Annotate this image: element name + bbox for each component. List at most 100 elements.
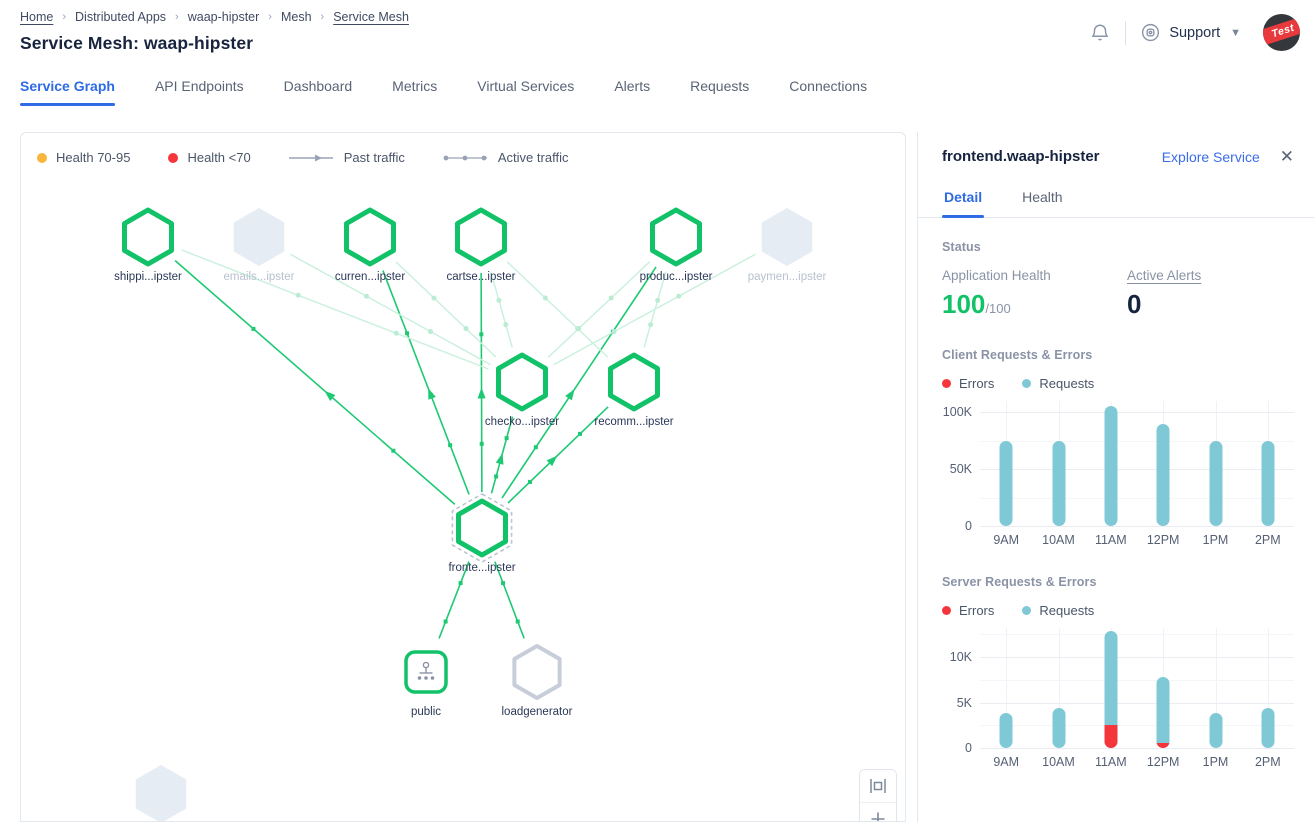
graph-edge[interactable] xyxy=(490,271,513,348)
explore-service-link[interactable]: Explore Service xyxy=(1161,148,1260,165)
service-graph-canvas[interactable]: shippi...ipster emails...ipster curren...i… xyxy=(21,133,905,822)
tab-api-endpoints[interactable]: API Endpoints xyxy=(154,78,244,94)
graph-node-shipping[interactable]: shippi...ipster xyxy=(114,207,182,283)
graph-node-currencyservice[interactable]: curren...ipster xyxy=(335,207,405,283)
support-menu[interactable]: Support ▼ xyxy=(1140,22,1241,43)
tab-dashboard[interactable]: Dashboard xyxy=(283,78,353,94)
gridline xyxy=(1006,628,1008,748)
traffic-dot xyxy=(494,474,499,479)
breadcrumb-separator: › xyxy=(175,11,179,23)
graph-node-paymentservice[interactable]: paymen...ipster xyxy=(748,208,827,283)
user-avatar[interactable]: Test xyxy=(1263,14,1300,51)
graph-edge[interactable] xyxy=(494,561,525,639)
graph-edge[interactable] xyxy=(506,261,609,358)
header-divider xyxy=(1125,20,1127,45)
legend-label: Health 70-95 xyxy=(56,150,131,165)
graph-edge[interactable] xyxy=(290,253,491,366)
graph-node-emailservice[interactable]: emails...ipster xyxy=(224,208,295,283)
chart-bar[interactable] xyxy=(1261,440,1275,526)
traffic-dot xyxy=(648,322,654,328)
tab-connections[interactable]: Connections xyxy=(789,78,868,94)
gridline xyxy=(1058,628,1060,748)
graph-edge[interactable] xyxy=(643,271,667,348)
chart-bar[interactable] xyxy=(1209,712,1222,748)
graph-edge[interactable] xyxy=(181,249,489,370)
tab-virtual-services[interactable]: Virtual Services xyxy=(477,78,575,94)
chart-bar[interactable] xyxy=(1156,677,1170,748)
graph-edge[interactable] xyxy=(501,266,657,499)
hexagon-node-icon xyxy=(496,352,548,412)
chart-bar[interactable] xyxy=(1052,708,1065,748)
graph-edge[interactable] xyxy=(438,561,470,639)
traffic-dot xyxy=(295,292,301,298)
traffic-dot xyxy=(503,322,509,328)
breadcrumb-item[interactable]: Service Mesh xyxy=(333,10,409,24)
graph-edge[interactable] xyxy=(174,260,456,505)
tab-requests[interactable]: Requests xyxy=(690,78,750,94)
node-label: recomm...ipster xyxy=(594,416,673,428)
graph-edge[interactable] xyxy=(547,261,651,358)
chart-bar[interactable] xyxy=(999,440,1013,526)
chart-bar[interactable] xyxy=(1104,630,1118,748)
fit-screen-button[interactable] xyxy=(860,770,896,802)
graph-edge[interactable] xyxy=(395,261,497,358)
legend-item: Health <70 xyxy=(168,150,251,165)
breadcrumb-item: waap-hipster xyxy=(187,10,260,24)
tab-service-graph[interactable]: Service Graph xyxy=(20,70,115,106)
graph-node-frontend[interactable]: fronte...ipster xyxy=(448,493,516,574)
graph-node-checkoutservice[interactable]: checko...ipster xyxy=(485,352,559,428)
edge-arrow-icon xyxy=(565,389,575,401)
graph-node-unlabeled[interactable] xyxy=(135,765,187,822)
service-detail-panel: frontend.waap-hipster Explore Service ✕ … xyxy=(917,132,1314,822)
graph-edge[interactable] xyxy=(382,270,470,495)
page-header: Home›Distributed Apps›waap-hipster›Mesh›… xyxy=(0,0,1314,54)
chart-bar[interactable] xyxy=(1052,440,1065,526)
traffic-dot xyxy=(431,295,437,301)
chart-bar[interactable] xyxy=(1261,708,1275,748)
support-icon xyxy=(1142,23,1160,42)
traffic-dot xyxy=(391,448,396,453)
close-icon[interactable]: ✕ xyxy=(1279,147,1294,166)
active-alerts-link[interactable]: Active Alerts xyxy=(1127,268,1202,283)
application-health-value: 100/100 xyxy=(942,289,1127,320)
panel-title: frontend.waap-hipster xyxy=(942,148,1100,165)
tab-alerts[interactable]: Alerts xyxy=(614,78,651,94)
breadcrumb-item: Distributed Apps xyxy=(75,10,167,24)
health-score-denominator: /100 xyxy=(985,301,1011,316)
chart-bar[interactable] xyxy=(1156,423,1170,526)
traffic-dot xyxy=(393,330,399,336)
chart-bar[interactable] xyxy=(1209,440,1222,526)
node-label: produc...ipster xyxy=(640,271,713,283)
chart-legend-item: Errors xyxy=(942,603,994,618)
panel-tab-health[interactable]: Health xyxy=(1022,189,1063,205)
xtick-label: 11AM xyxy=(1094,533,1127,547)
hexagon-node-icon xyxy=(122,207,174,267)
graph-edge[interactable] xyxy=(480,272,483,493)
traffic-dot xyxy=(542,295,548,301)
legend-dot xyxy=(942,379,951,388)
panel-tab-detail[interactable]: Detail xyxy=(942,185,985,218)
zoom-in-button[interactable] xyxy=(860,802,896,821)
graph-edge[interactable] xyxy=(507,406,609,504)
hexagon-node-icon xyxy=(233,208,285,266)
graph-node-public[interactable]: public xyxy=(404,650,448,718)
zoom-in-icon xyxy=(871,812,885,821)
hexagon-node-icon xyxy=(344,207,396,267)
chart-bar[interactable] xyxy=(999,712,1013,748)
graph-node-productcatalog[interactable]: produc...ipster xyxy=(640,207,713,283)
graph-node-cartservice[interactable]: cartse...ipster xyxy=(446,207,516,283)
graph-node-recommendation[interactable]: recomm...ipster xyxy=(594,352,674,428)
chart-bar[interactable] xyxy=(1104,405,1118,526)
xtick-label: 10AM xyxy=(1042,533,1075,547)
gridline xyxy=(980,497,1294,499)
breadcrumb-item[interactable]: Home xyxy=(20,10,54,24)
graph-node-loadgenerator[interactable]: loadgenerator xyxy=(502,644,573,718)
edge-arrow-icon xyxy=(324,390,336,401)
tab-metrics[interactable]: Metrics xyxy=(392,78,438,94)
edge-arrow-icon xyxy=(495,453,504,465)
notifications-button[interactable] xyxy=(1083,16,1117,50)
